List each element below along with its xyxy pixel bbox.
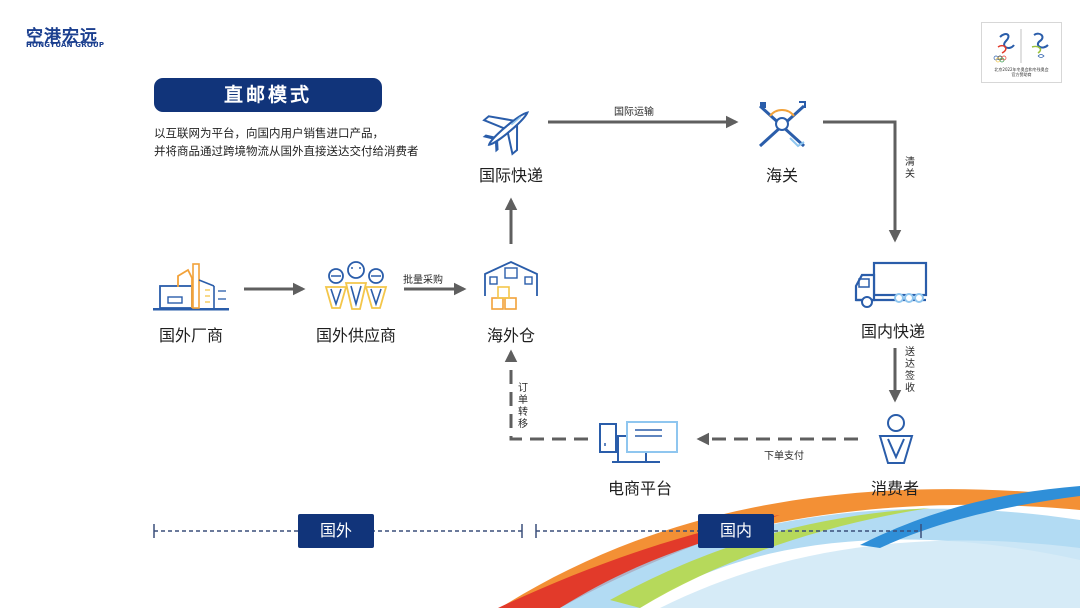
airplane-icon xyxy=(482,111,530,156)
page-title: 直邮模式 xyxy=(154,78,382,112)
warehouse-icon xyxy=(484,261,538,310)
region-domestic: 国内 xyxy=(698,514,774,548)
olympic-badge-line2: 官方赞助商 xyxy=(1011,72,1032,77)
node-foreign-manufacturer: 国外厂商 xyxy=(158,326,223,345)
olympic-sponsor-badge: 北京2022年冬奥会和冬残奥会 官方赞助商 xyxy=(981,22,1062,83)
node-domestic-express: 国内快递 xyxy=(860,322,925,341)
edge-label-bulk-purchase: 批量采购 xyxy=(403,275,443,286)
consumer-person-icon xyxy=(878,414,914,464)
factory-icon xyxy=(153,263,229,311)
node-overseas-warehouse: 海外仓 xyxy=(486,326,535,345)
region-foreign: 国外 xyxy=(298,514,374,548)
customs-emblem-icon xyxy=(758,101,806,148)
edge-label-order-payment: 下单支付 xyxy=(764,451,804,462)
description: 以互联网为平台，向国内用户销售进口产品， 并将商品通过跨境物流从国外直接送达交付… xyxy=(154,124,419,160)
ecommerce-devices-icon xyxy=(599,421,678,463)
edge-label-order-transfer: 订 单 转 移 xyxy=(518,383,528,430)
node-foreign-supplier: 国外供应商 xyxy=(315,326,396,345)
node-ecommerce-platform: 电商平台 xyxy=(607,479,672,498)
edge-label-intl-transport: 国际运输 xyxy=(614,107,654,118)
node-intl-express: 国际快递 xyxy=(478,166,543,185)
brand-name-cn: 空港宏远 xyxy=(26,27,98,47)
description-line-1: 以互联网为平台，向国内用户销售进口产品， xyxy=(154,126,384,140)
arrow-customs-to-domestic-express xyxy=(823,120,902,243)
truck-icon xyxy=(854,261,928,308)
edge-label-clearance: 清 关 xyxy=(905,157,915,180)
suppliers-group-icon xyxy=(324,261,388,310)
olympic-badge-line1: 北京2022年冬奥会和冬残奥会 xyxy=(994,67,1049,72)
node-customs: 海关 xyxy=(765,166,798,185)
arrow-platform-to-warehouse xyxy=(504,349,588,441)
node-consumer: 消费者 xyxy=(870,479,919,498)
olympic-emblem-icon xyxy=(993,29,1049,63)
description-line-2: 并将商品通过跨境物流从国外直接送达交付给消费者 xyxy=(154,144,419,158)
brand-name-en: HONGYUAN GROUP xyxy=(26,41,105,49)
edge-label-delivery-sign: 送 达 签 收 xyxy=(905,347,915,394)
